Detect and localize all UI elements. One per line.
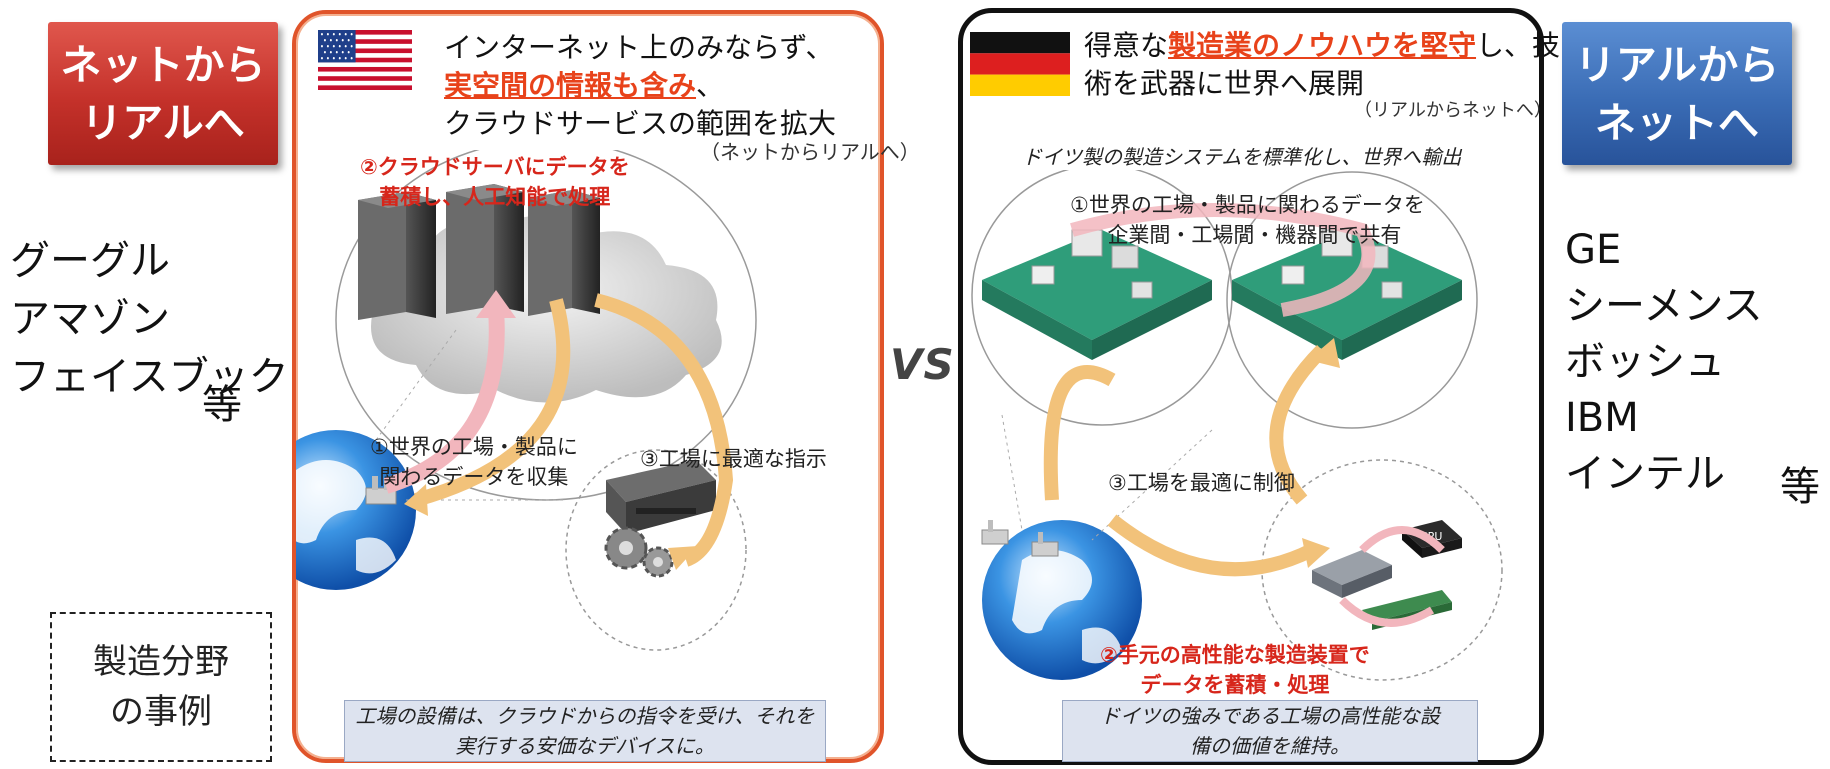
de-step3-caption: ③工場を最適に制御 [1108,471,1295,495]
company-item: フェイスブック [10,354,289,400]
instruction-arrowhead [404,484,428,516]
control-arrow [1269,345,1327,505]
de-step2-line1: ②手元の高性能な製造装置で [1100,643,1370,667]
de-summary-line1: ドイツの強みである工場の高性能な設 [1100,704,1440,728]
us-step2-line1: ②クラウドサーバにデータを [360,155,630,179]
server-rack-icon [358,184,600,320]
germany-factory-illustration: CPU [971,170,1503,681]
us-step1-line1: ①世界の工場・製品に [370,435,578,459]
server-device-icon [1312,550,1392,598]
de-headline-line1: 得意な製造業のノウハウを堅守し、技 [1084,26,1560,66]
net-to-real-badge: ネットから リアルへ [48,22,278,165]
factory-icon [981,520,1059,557]
us-headline-rest: 、 [696,69,725,102]
badge-line2: リアルへ [81,98,245,147]
us-step1-caption: ①世界の工場・製品に 関わるデータを収集 [370,432,578,492]
germany-flag-icon [970,32,1070,96]
us-flag-icon [318,30,412,90]
de-step1-line2: 企業間・工場間・機器間で共有 [1107,223,1402,247]
de-step2-line2: データを蓄積・処理 [1140,673,1330,697]
company-item: ボッシュ [1565,339,1725,385]
company-item: IBM [1565,395,1639,441]
us-step3-caption: ③工場に最適な指示 [640,447,827,471]
us-summary-line1: 工場の設備は、クラウドからの指令を受け、それを [355,704,815,728]
connector-line [375,329,457,441]
instruction-arrow [594,293,734,567]
factory-floor-icon [982,229,1212,360]
share-arrow [1070,203,1376,317]
instruction-arrow [414,298,571,507]
right-company-list: GE シーメンス ボッシュ IBM インテル [1565,222,1763,502]
us-step2-line2: 蓄積し、人工知能で処理 [379,185,611,209]
us-cloud-illustration [296,150,757,651]
collect-arrowhead [476,290,516,318]
control-arrowhead [1308,338,1340,368]
de-step2-caption: ②手元の高性能な製造装置で データを蓄積・処理 [1100,640,1370,700]
company-item: グーグル [10,238,170,284]
manufacturing-example-box: 製造分野 の事例 [50,612,272,762]
badge-line1: リアルから [1574,40,1780,89]
de-headline-highlight: 製造業のノウハウを堅守 [1168,29,1477,62]
device-dashed-circle [565,449,747,651]
control-arrowhead [1302,538,1330,568]
company-item: アマゾン [10,296,170,342]
de-summary-box: ドイツの強みである工場の高性能な設 備の価値を維持。 [1062,700,1478,762]
company-item: インテル [1565,451,1725,497]
process-arrow [1339,597,1435,627]
de-headline-post: し、技 [1476,29,1561,62]
real-to-net-badge: リアルから ネットへ [1562,22,1792,165]
factory-circle [1226,171,1478,429]
de-headline-line2: 術を武器に世界へ展開 [1084,67,1365,100]
example-line1: 製造分野 [93,642,229,682]
us-headline-line2: 実空間の情報も含み、 [444,66,724,106]
left-company-list: グーグル アマゾン フェイスブック [10,232,289,406]
us-step1-line2: 関わるデータを収集 [379,465,569,489]
us-headline-line3: クラウドサービスの範囲を拡大 [444,107,837,140]
us-summary-box: 工場の設備は、クラウドからの指令を受け、それを 実行する安価なデバイスに。 [344,700,826,762]
globe-icon [296,430,416,590]
us-headline-line1: インターネット上のみならず、 [444,31,834,64]
us-direction-note: （ネットからリアルへ） [700,140,920,164]
de-direction-note: （リアルからネットへ） [1354,100,1552,121]
printer-icon [606,460,716,534]
de-summary-line2: 備の価値を維持。 [1190,734,1350,758]
de-headline-pre: 得意な [1084,29,1169,62]
collect-arrow [383,309,505,494]
instruction-arrowhead [668,546,698,570]
process-arrow [1359,526,1445,553]
right-etc-label: 等 [1780,464,1820,510]
example-line2: の事例 [110,692,212,732]
vs-label: VS [890,340,955,389]
de-step1-line1: ①世界の工場・製品に関わるデータを [1070,193,1425,217]
badge-line1: ネットから [60,40,266,89]
left-etc-label: 等 [202,382,242,428]
us-summary-line2: 実行する安価なデバイスに。 [455,734,715,758]
badge-line2: ネットへ [1595,98,1759,147]
control-arrow [1043,365,1116,501]
control-arrow [1107,514,1316,577]
de-step1-caption: ①世界の工場・製品に関わるデータを 企業間・工場間・機器間で共有 [1070,190,1425,250]
de-subtitle: ドイツ製の製造システムを標準化し、世界へ輸出 [1022,145,1462,169]
connector-line [1001,414,1023,531]
company-item: シーメンス [1565,283,1763,329]
company-item: GE [1565,227,1622,273]
us-step2-caption: ②クラウドサーバにデータを 蓄積し、人工知能で処理 [360,152,630,212]
us-headline-highlight: 実空間の情報も含み [444,69,697,102]
globe-icon [982,520,1142,680]
gear-icon [604,526,674,578]
